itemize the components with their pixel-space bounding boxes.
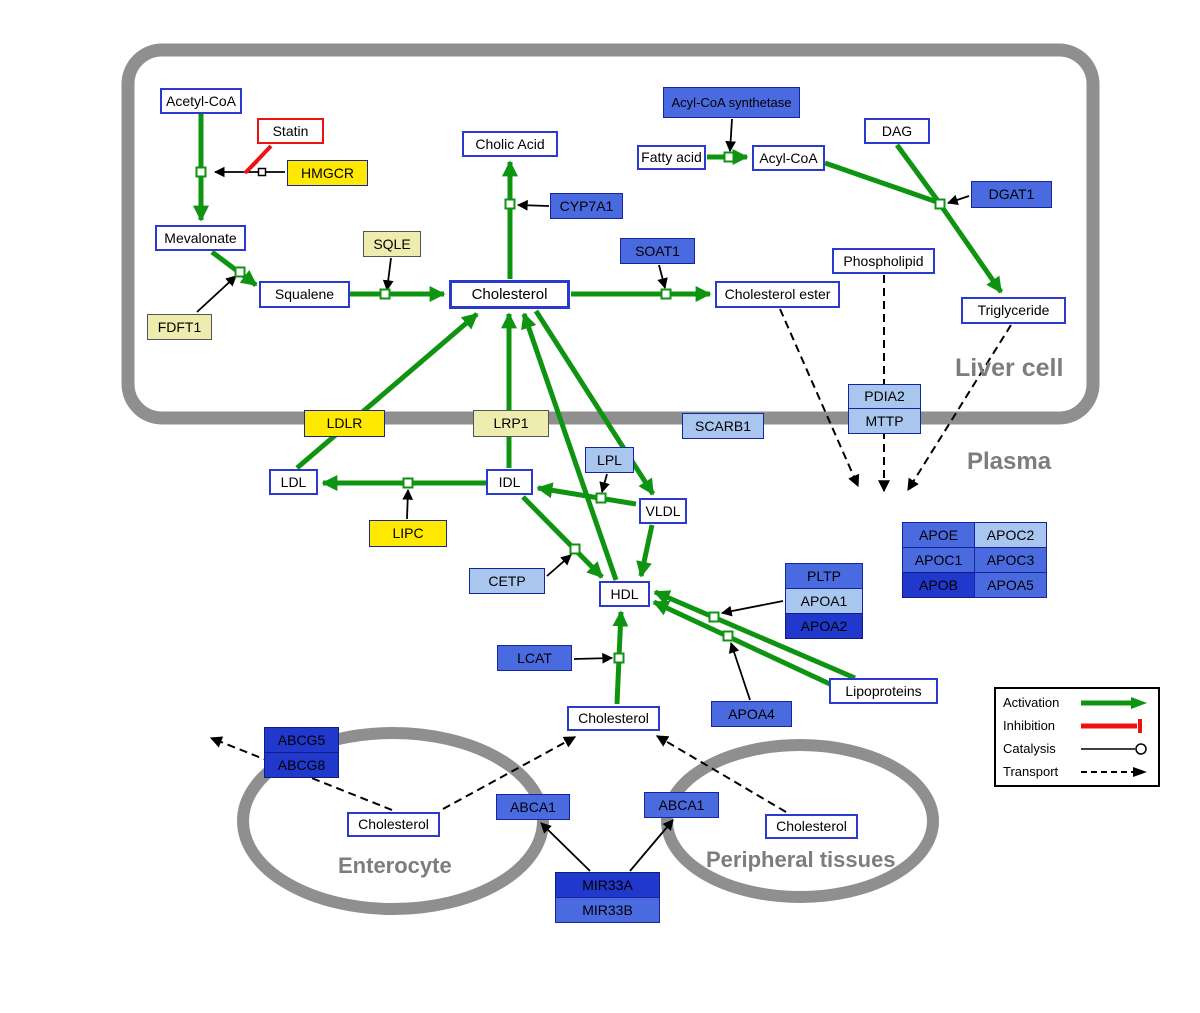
node-fatty-acid[interactable]: Fatty acid (637, 145, 706, 170)
node-apoa1[interactable]: APOA1 (785, 588, 863, 614)
node-apoc2[interactable]: APOC2 (974, 522, 1047, 548)
node-abca1-enterocyte[interactable]: ABCA1 (496, 794, 570, 820)
node-mir33b[interactable]: MIR33B (555, 897, 660, 923)
node-cholesterol-peripheral[interactable]: Cholesterol (765, 814, 858, 839)
node-dag[interactable]: DAG (864, 118, 930, 144)
node-apoc1[interactable]: APOC1 (902, 547, 975, 573)
node-lpl[interactable]: LPL (585, 447, 634, 473)
node-cholesterol-liver[interactable]: Cholesterol (449, 280, 570, 309)
statin-anchor-node (257, 167, 267, 177)
liver-cell-outline (121, 43, 1100, 425)
plasma-label: Plasma (967, 448, 1052, 475)
node-vldl[interactable]: VLDL (639, 498, 687, 524)
node-apoa5[interactable]: APOA5 (974, 572, 1047, 598)
node-squalene[interactable]: Squalene (259, 281, 350, 308)
legend-row-activation: Activation (996, 691, 1158, 714)
node-acyl-coa-synthetase[interactable]: Acyl-CoA synthetase (663, 87, 800, 118)
enterocyte-outline (237, 727, 549, 915)
node-lcat[interactable]: LCAT (497, 645, 572, 671)
node-acyl-coa[interactable]: Acyl-CoA (752, 145, 825, 171)
node-lipc[interactable]: LIPC (369, 520, 447, 547)
node-apoa4[interactable]: APOA4 (711, 701, 792, 727)
activation-arrow-glyph (1081, 696, 1147, 709)
node-apoc3[interactable]: APOC3 (974, 547, 1047, 573)
node-fdft1[interactable]: FDFT1 (147, 314, 212, 340)
legend-row-catalysis: Catalysis (996, 737, 1158, 760)
node-cyp7a1[interactable]: CYP7A1 (550, 193, 623, 219)
node-hmgcr[interactable]: HMGCR (287, 160, 368, 186)
node-lipoproteins[interactable]: Lipoproteins (829, 678, 938, 704)
catalysis-circle-glyph (1081, 742, 1147, 755)
node-soat1[interactable]: SOAT1 (620, 238, 695, 264)
node-abca1-peripheral[interactable]: ABCA1 (644, 792, 719, 818)
node-apoe[interactable]: APOE (902, 522, 975, 548)
node-hdl[interactable]: HDL (599, 581, 650, 607)
node-cholic-acid[interactable]: Cholic Acid (462, 131, 558, 157)
legend-inhibition-label: Inhibition (1003, 718, 1056, 733)
node-cholesterol-ester[interactable]: Cholesterol ester (715, 281, 840, 308)
node-ldlr[interactable]: LDLR (304, 410, 385, 437)
catalysis-edges (196, 118, 970, 872)
node-abcg5[interactable]: ABCG5 (264, 727, 339, 753)
node-apob[interactable]: APOB (902, 572, 975, 598)
legend-transport-label: Transport (1003, 764, 1059, 779)
legend-activation-label: Activation (1003, 695, 1060, 710)
node-lrp1[interactable]: LRP1 (473, 410, 549, 437)
node-triglyceride[interactable]: Triglyceride (961, 297, 1066, 324)
inhibition-tee-glyph (1081, 718, 1142, 733)
node-pdia2[interactable]: PDIA2 (848, 384, 921, 409)
transport-arrow-glyph (1081, 766, 1147, 777)
enterocyte-label: Enterocyte (338, 853, 452, 878)
legend: Activation Inhibition Catalysis Transpor… (994, 687, 1160, 787)
node-mevalonate[interactable]: Mevalonate (155, 225, 246, 251)
node-abcg8[interactable]: ABCG8 (264, 752, 339, 778)
node-cholesterol-enterocyte[interactable]: Cholesterol (347, 812, 440, 837)
node-phospholipid[interactable]: Phospholipid (832, 248, 935, 274)
legend-catalysis-label: Catalysis (1003, 741, 1056, 756)
peripheral-tissues-label: Peripheral tissues (706, 847, 896, 872)
node-pltp[interactable]: PLTP (785, 563, 863, 589)
node-mttp[interactable]: MTTP (848, 408, 921, 434)
node-dgat1[interactable]: DGAT1 (971, 181, 1052, 208)
node-mir33a[interactable]: MIR33A (555, 872, 660, 898)
legend-row-transport: Transport (996, 760, 1158, 783)
node-cetp[interactable]: CETP (469, 568, 545, 594)
node-acetyl-coa[interactable]: Acetyl-CoA (160, 88, 242, 114)
compartment-outlines (121, 43, 1100, 915)
node-cholesterol-plasma[interactable]: Cholesterol (567, 706, 660, 731)
node-ldl[interactable]: LDL (269, 469, 318, 495)
node-sqle[interactable]: SQLE (363, 231, 421, 257)
node-statin[interactable]: Statin (257, 118, 324, 144)
inhibition-edge (243, 144, 273, 175)
node-scarb1[interactable]: SCARB1 (682, 413, 764, 439)
legend-row-inhibition: Inhibition (996, 714, 1158, 737)
liver-cell-label: Liver cell (955, 354, 1064, 382)
reaction-nodes (195, 151, 946, 664)
node-idl[interactable]: IDL (486, 469, 533, 495)
node-apoa2[interactable]: APOA2 (785, 613, 863, 639)
